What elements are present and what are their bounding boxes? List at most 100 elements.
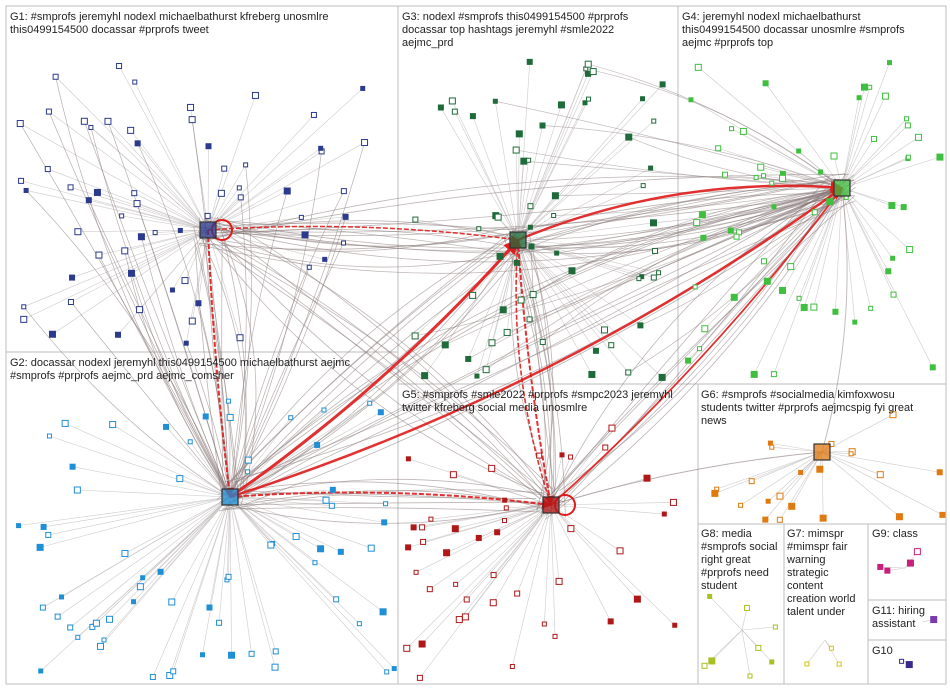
spoke-edge [841,187,871,309]
spoke-edge [70,496,231,628]
graph-node [48,330,56,338]
hub-avatar [199,221,217,239]
graph-node [416,674,423,681]
graph-node [367,544,375,552]
graph-node [225,573,232,580]
graph-node [271,663,279,671]
graph-node [228,651,236,659]
graph-node [39,604,46,611]
bundle-edge [628,187,843,373]
spoke-edge [821,451,943,516]
bundle-edge [191,119,231,498]
bundle-edge [198,188,846,274]
graph-node [930,616,938,624]
graph-node [692,284,698,290]
strong-edge [229,186,844,499]
graph-node [796,148,802,154]
graph-node [588,370,596,378]
spoke-edge [779,451,823,520]
bundle-edge [229,151,322,498]
group-label-g10: G10 [872,645,893,657]
graph-node [515,130,523,138]
graph-node [658,373,666,381]
spoke-edge [207,142,365,231]
graph-node [152,230,158,236]
spoke-edge [207,88,363,231]
spoke-edge [517,239,663,378]
spoke-edge [716,451,823,490]
graph-node [469,291,477,299]
spoke-edge [229,496,252,654]
graph-node [420,538,427,545]
graph-node [708,657,716,665]
graph-node [494,529,501,536]
graph-node [528,243,535,250]
bundle-edge [90,127,231,498]
graph-node [776,516,783,523]
graph-node [328,502,335,509]
spoke-edge [711,629,743,662]
spoke-edge [841,62,890,189]
graph-node [16,523,22,529]
graph-node [342,213,349,220]
group-label-line: G7: mimspr [787,528,844,540]
spoke-edge [841,118,907,189]
graph-node [298,214,304,220]
spoke-edge [207,95,256,231]
group-label-line: creation world [787,593,855,605]
graph-node [526,316,533,323]
graph-node [750,370,758,378]
spoke-edge [493,504,552,603]
graph-node [727,227,734,234]
bundle-edge [219,242,518,268]
bundle-edge [244,186,856,505]
graph-node [830,152,838,160]
spoke-edge [218,496,231,623]
spoke-edge [702,187,843,216]
group-label-line: G4: jeremyhl nodexl michaelbathurst [682,11,861,23]
spoke-edge [18,496,231,526]
graph-node [762,516,769,523]
graph-node [21,304,27,310]
spoke-edge [491,239,519,343]
graph-node [876,471,884,479]
graph-node [127,126,135,134]
graph-node [503,505,509,511]
graph-node [137,233,145,241]
graph-node [818,169,824,175]
graph-node [559,452,565,458]
graph-node [748,478,755,485]
graph-node [796,295,802,301]
graph-node [379,608,387,616]
graph-node [104,117,112,125]
bundle-edge [141,236,231,498]
bundle-edge [220,216,543,492]
graph-node [187,103,195,111]
group-label-g9: G9: class [872,528,918,540]
graph-node [539,122,546,129]
graph-node [69,463,76,470]
graph-node [216,619,223,626]
graph-node [503,328,511,336]
graph-node [693,219,701,227]
bundle-edge [222,174,855,483]
graph-node [640,96,646,102]
spoke-edge [90,127,209,231]
graph-node [36,543,44,551]
spoke-edge [841,125,909,189]
graph-node [474,373,480,379]
bundle-edge [527,178,836,234]
hub-avatar [509,231,527,249]
spoke-edge [424,239,519,376]
graph-node [527,224,533,230]
spoke-edge [55,76,209,231]
graph-node [836,661,842,667]
graph-node [694,63,702,71]
graph-node [589,68,597,76]
graph-node [428,516,434,522]
graph-node [900,204,907,211]
graph-node [905,154,911,160]
group-label-g6: G6: #smprofs #socialmedia kimfoxwosu stu… [701,389,916,427]
graph-node [625,369,632,376]
graph-node [729,126,735,132]
